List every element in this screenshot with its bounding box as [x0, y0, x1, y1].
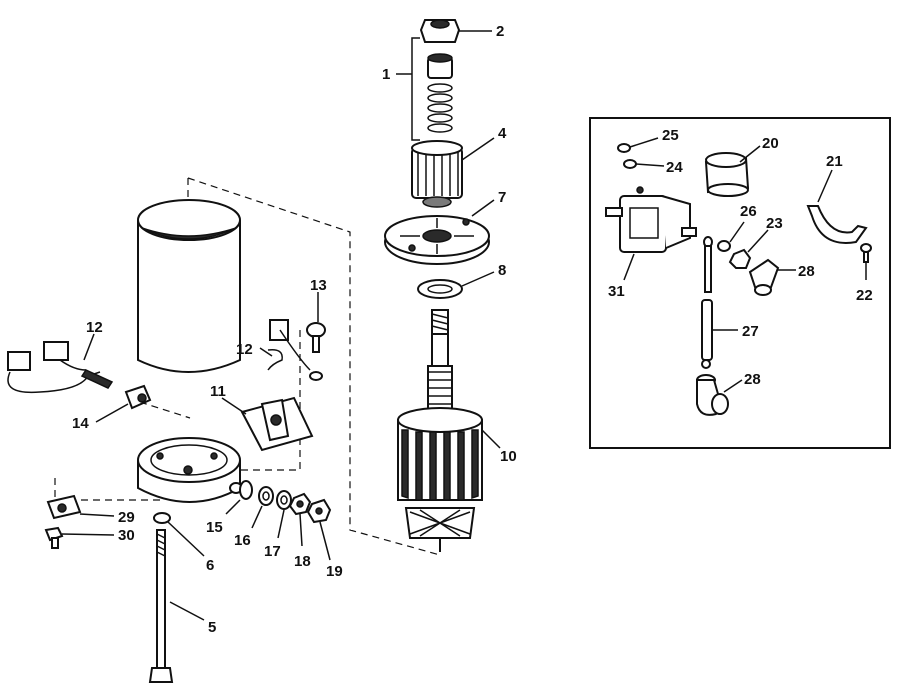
callout-27: 27: [742, 323, 759, 340]
callout-labels: 1 2 4 5 6 7 8 10 11 12 12 13 14 15 16 17…: [72, 23, 873, 636]
nut-19: [306, 498, 332, 561]
clamp-screw: [44, 526, 115, 549]
terminal-boot-lower: [696, 374, 743, 416]
callout-22: 22: [856, 287, 873, 304]
terminal-clamp: [46, 494, 115, 520]
callout-29: 29: [118, 509, 135, 526]
callout-12-left: 12: [86, 319, 103, 336]
callout-11: 11: [210, 383, 226, 400]
thrust-washer: [417, 271, 495, 299]
callout-21: 21: [826, 153, 843, 170]
callout-24: 24: [666, 159, 683, 176]
nut-25: [617, 137, 659, 153]
callout-25: 25: [662, 127, 679, 144]
callout-19: 19: [326, 563, 343, 580]
drive-bracket-line: [396, 37, 420, 141]
callout-26: 26: [740, 203, 757, 220]
brush-set-left: [7, 333, 114, 394]
drive-end-frame: [384, 199, 495, 265]
lockwasher: [153, 512, 205, 557]
solenoid-boot: [704, 145, 761, 197]
washer-26: [717, 221, 745, 252]
callout-5: 5: [208, 619, 216, 636]
callout-4: 4: [498, 125, 507, 142]
callout-30: 30: [118, 527, 135, 544]
brush-plate: [221, 396, 314, 452]
armature: [397, 309, 501, 552]
callout-15: 15: [206, 519, 223, 536]
terminal-boot-upper: [748, 258, 796, 296]
callout-12-right: 12: [236, 341, 253, 358]
callout-18: 18: [294, 553, 311, 570]
through-bolt: [148, 529, 205, 683]
washer-15: [225, 480, 253, 515]
callout-28-upper: 28: [798, 263, 815, 280]
mounting-bracket: [806, 169, 868, 244]
callout-16: 16: [234, 532, 251, 549]
commutator-end-cap: [137, 437, 243, 503]
callout-17: 17: [264, 543, 281, 560]
assembly-guide-lines: [54, 177, 441, 556]
bracket-screw: [860, 243, 872, 280]
nut-24: [623, 159, 665, 169]
nut-23: [728, 229, 769, 269]
washer-17: [276, 490, 292, 539]
nut-18: [288, 492, 312, 547]
brush-screw: [306, 292, 326, 353]
callout-1: 1: [382, 66, 390, 83]
frame-and-field-cylinder: [137, 199, 241, 373]
drive-pinion-gear: [411, 137, 495, 208]
washer-16: [251, 486, 274, 529]
callout-31: 31: [608, 283, 625, 300]
cable-27: [701, 236, 738, 369]
drive-spring: [427, 83, 453, 133]
solenoid: [605, 186, 697, 281]
callout-8: 8: [498, 262, 506, 279]
brush-holder: [95, 384, 152, 423]
callout-14: 14: [72, 415, 89, 432]
stop-collar: [427, 53, 453, 79]
callout-2: 2: [496, 23, 504, 40]
drive-nut: [419, 19, 492, 43]
callout-10: 10: [500, 448, 517, 465]
callout-6: 6: [206, 557, 214, 574]
callout-7: 7: [498, 189, 506, 206]
callout-20: 20: [762, 135, 779, 152]
callout-13: 13: [310, 277, 327, 294]
brush-set-right: [259, 319, 323, 381]
callout-28-lower: 28: [744, 371, 761, 388]
callout-23: 23: [766, 215, 783, 232]
